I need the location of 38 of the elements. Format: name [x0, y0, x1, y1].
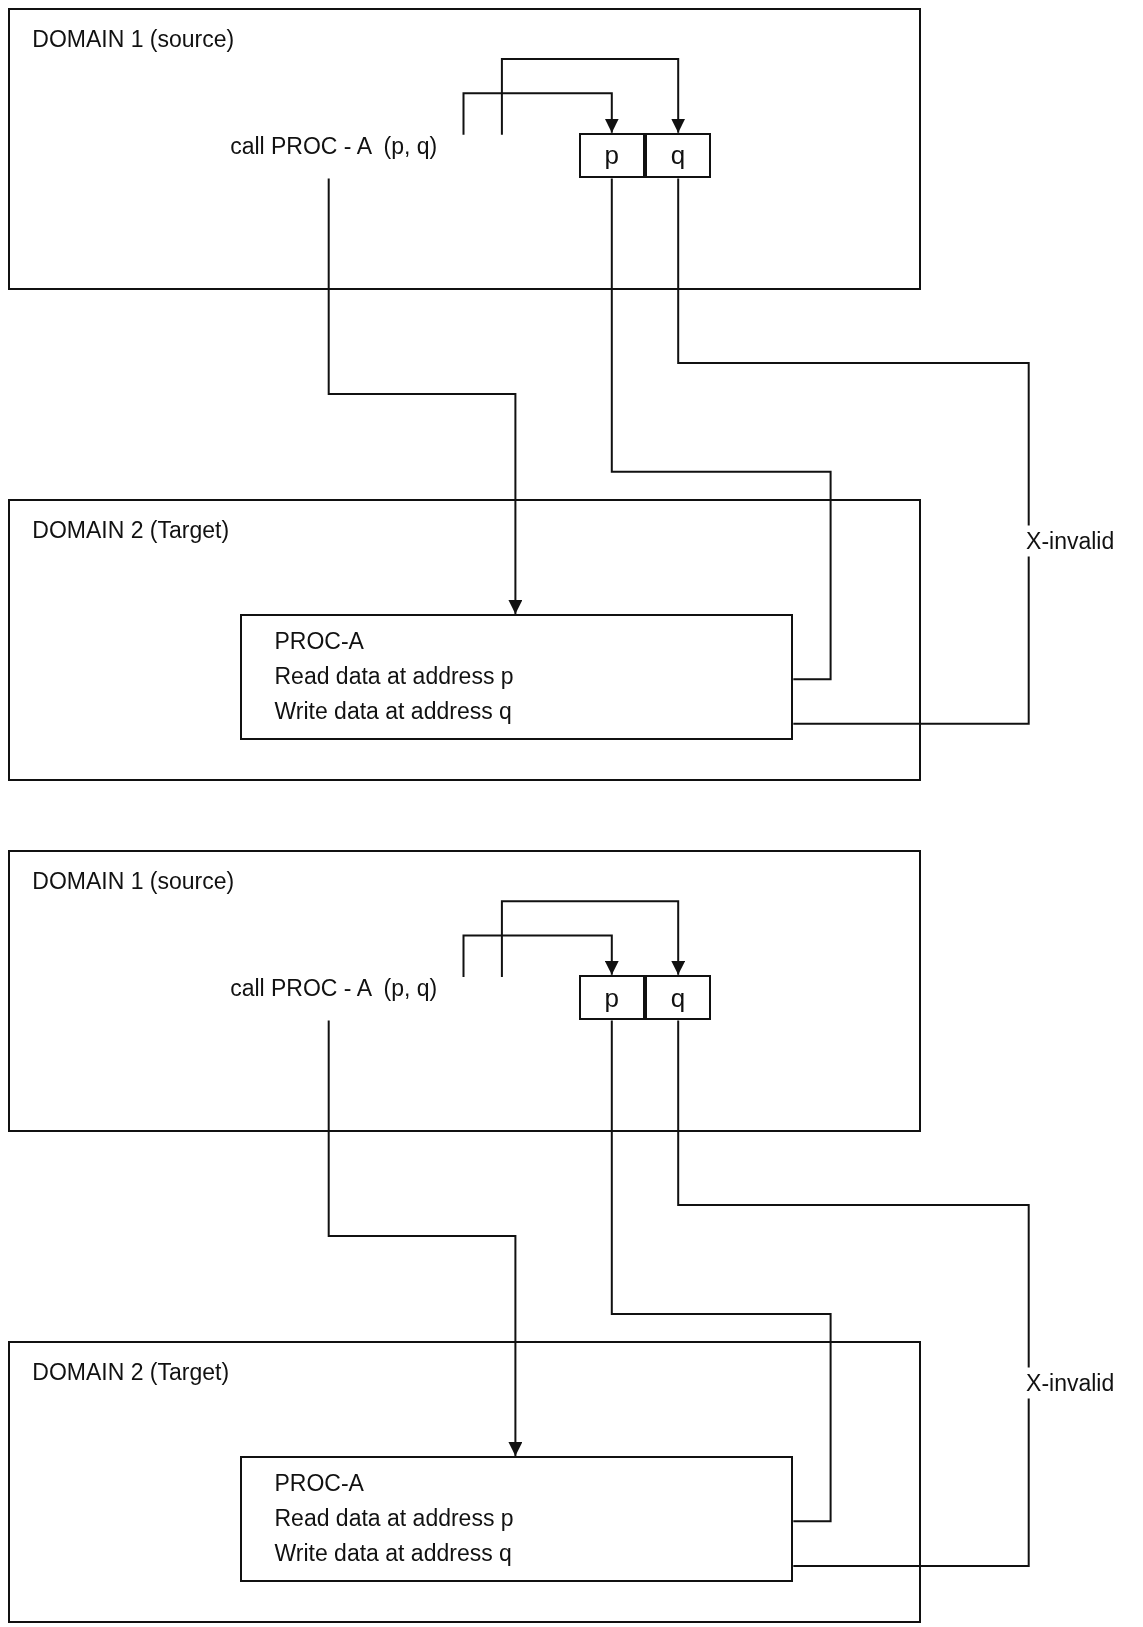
- parameter-cell: [578, 132, 645, 179]
- parameter-cell: [644, 132, 712, 179]
- domain-heading: DOMAIN 2 (Target): [32, 516, 230, 545]
- domain-heading: DOMAIN 1 (source): [32, 26, 235, 54]
- parameter-cell: [644, 974, 712, 1021]
- connector-line: [610, 1019, 832, 1523]
- procedure-step: Write data at address q: [274, 693, 514, 729]
- arrow: [462, 934, 619, 978]
- connector-line: [610, 177, 832, 681]
- procedure-name: PROC-A: [274, 1468, 365, 1498]
- parameter-label: p: [604, 142, 619, 169]
- connector-line: [677, 177, 1030, 725]
- edge-label: X-invalid: [1026, 1367, 1115, 1399]
- domain-box: [8, 498, 921, 781]
- domain-box: [8, 1340, 921, 1623]
- procedure-step: Read data at address p: [274, 1500, 514, 1536]
- arrow: [500, 58, 686, 136]
- procedure-box: [240, 613, 794, 741]
- call-statement: call PROC - A (p, q): [230, 974, 438, 1003]
- domain-box: [8, 850, 921, 1133]
- arrow: [462, 92, 619, 136]
- arrow: [327, 177, 523, 615]
- parameter-cell: [578, 974, 645, 1021]
- arrow: [327, 1019, 523, 1457]
- domain-box: [8, 8, 921, 291]
- edge-label: X-invalid: [1026, 525, 1115, 557]
- parameter-label: q: [670, 984, 686, 1011]
- procedure-step: Read data at address p: [274, 658, 514, 694]
- procedure-step: Write data at address q: [274, 1535, 514, 1571]
- parameter-label: p: [604, 984, 619, 1011]
- call-statement: call PROC - A (p, q): [230, 132, 438, 161]
- procedure-name: PROC-A: [274, 626, 365, 656]
- domain-heading: DOMAIN 1 (source): [32, 868, 235, 896]
- procedure-box: [240, 1455, 794, 1583]
- arrow: [500, 900, 686, 978]
- connector-line: [677, 1019, 1030, 1567]
- domain-heading: DOMAIN 2 (Target): [32, 1358, 230, 1387]
- parameter-label: q: [670, 142, 686, 169]
